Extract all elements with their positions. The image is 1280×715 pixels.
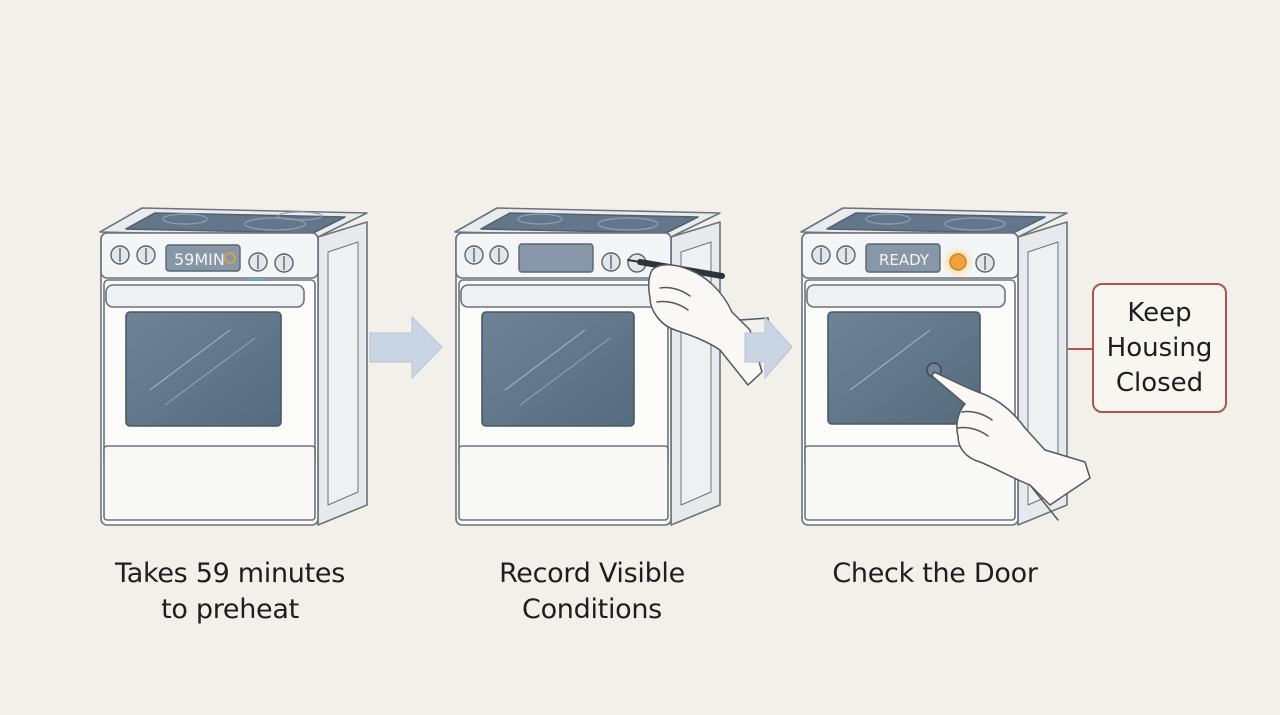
power-icon [224,252,236,264]
oven-3-knobs [811,245,995,273]
callout-line-1: Keep [1127,297,1192,328]
oven-2-display [518,243,594,273]
oven-1-knobs [110,245,294,273]
oven-3-display-text: READY [879,251,930,269]
hand-with-pen-icon [627,259,776,386]
callout-keep-housing-closed: Keep Housing Closed [1092,283,1227,413]
step-3-caption: Check the Door [832,558,1038,589]
step-1-caption: Takes 59 minutes to preheat [115,558,345,625]
oven-1 [99,207,368,526]
oven-1-display-text: 59MIN [174,250,225,269]
arrow-right-icon [744,315,793,380]
callout-line-3: Closed [1115,367,1204,398]
status-indicator-light [949,253,967,271]
step-2-caption: Record Visible Conditions [499,558,685,625]
callout-connector [1068,348,1092,350]
pointing-hand-icon [926,362,1091,521]
arrow-right-icon [369,315,443,380]
oven-2-knobs [464,245,647,273]
callout-line-2: Housing [1106,332,1213,363]
